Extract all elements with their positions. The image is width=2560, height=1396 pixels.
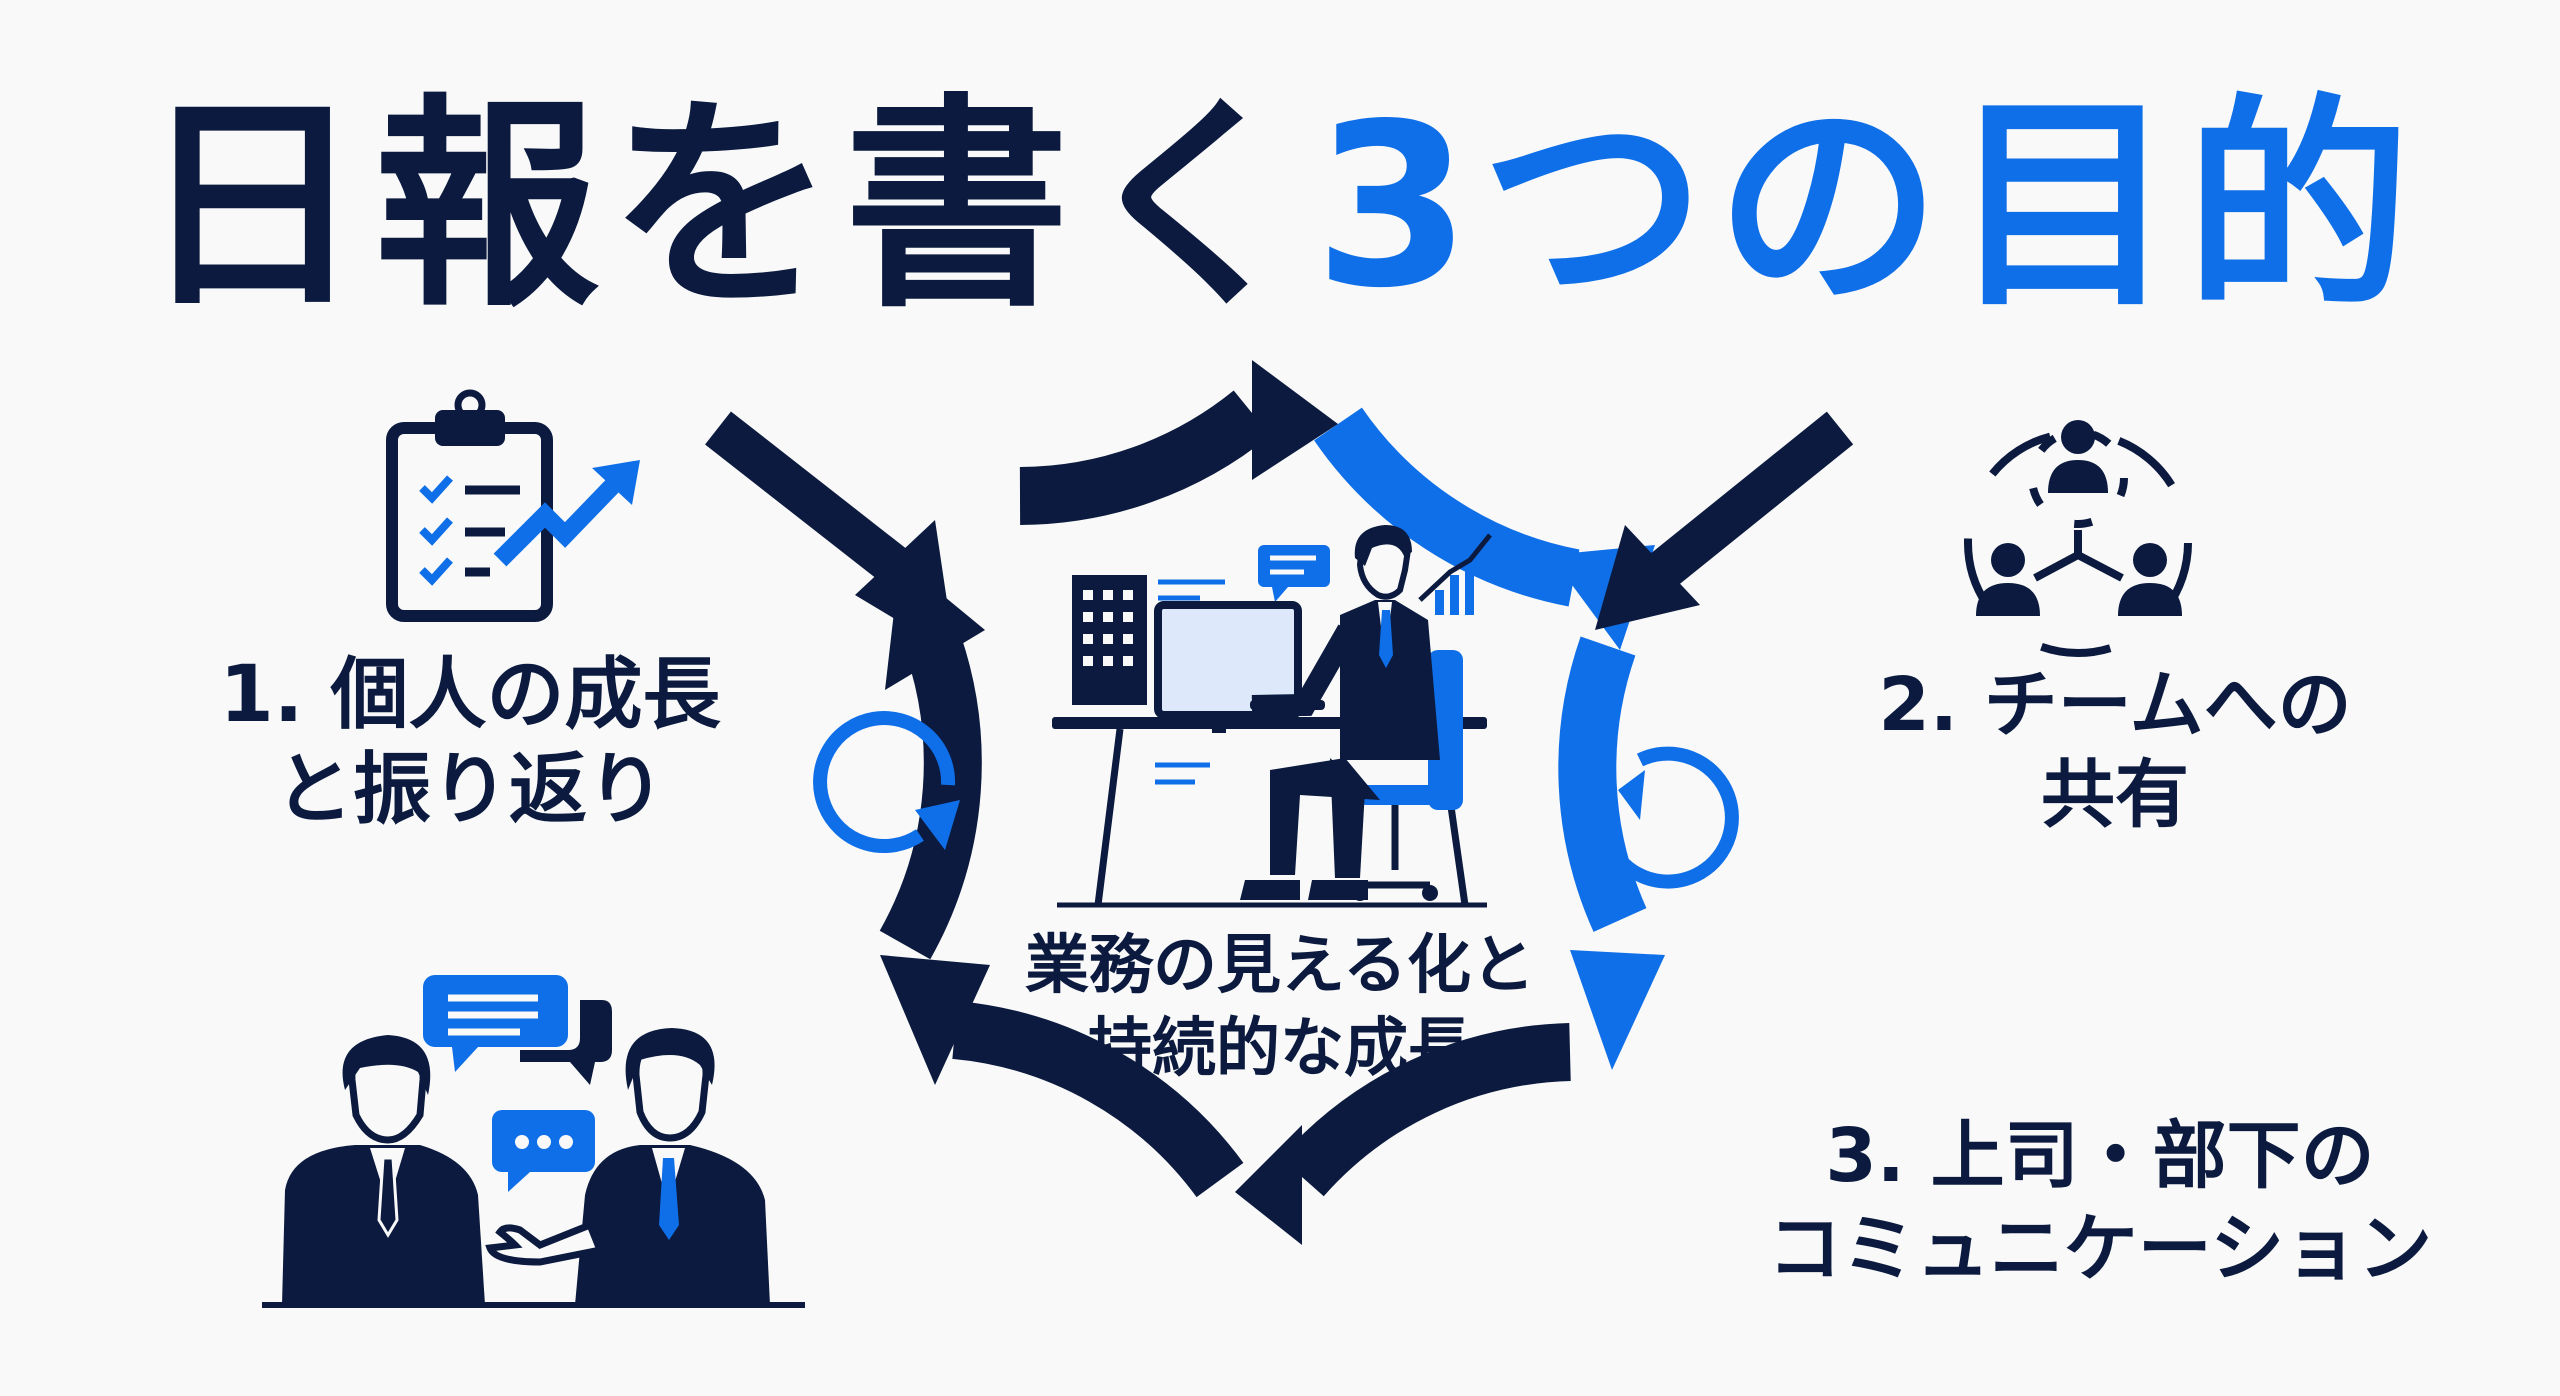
page-title: 日報を書く3つの目的 <box>0 95 2560 320</box>
cycle-arc-top-left <box>1019 390 1271 525</box>
refresh-icon-left <box>813 711 960 854</box>
clipboard-checklist-growth-icon <box>386 389 640 622</box>
center-line-2: 持続的な成長 <box>1088 1012 1472 1087</box>
purpose-2-line-2: 共有 <box>2041 752 2189 839</box>
center-line-1: 業務の見える化と <box>1024 929 1536 1003</box>
title-part-1: 日報を書く <box>139 76 1315 338</box>
purpose-3-line-2: コミュニケーション <box>1767 1205 2433 1292</box>
arrowhead-lower-left <box>880 955 990 1085</box>
refresh-icon-right <box>1614 746 1739 889</box>
cycle-arc-top-right <box>1314 407 1580 607</box>
cycle-arc-bottom-left <box>952 1001 1244 1198</box>
center-label: 業務の見える化と 持続的な成長 <box>940 925 1620 1091</box>
cycle-ring <box>879 390 1647 1198</box>
purpose-1-line-1: 1. 個人の成長 <box>219 650 721 740</box>
purpose-2-line-1: 2. チームへの <box>1878 662 2352 748</box>
arrowhead-top <box>1252 360 1338 480</box>
purpose-3-label: 3. 上司・部下の コミュニケーション <box>1720 1110 2480 1295</box>
incoming-arrow-left <box>705 411 955 655</box>
title-part-2: 3つの目的 <box>1314 76 2421 338</box>
boss-subordinate-conversation-icon <box>262 975 805 1308</box>
purpose-1-label: 1. 個人の成長 と振り返り <box>170 648 770 838</box>
purpose-1-line-2: と振り返り <box>274 745 665 836</box>
cycle-arc-left <box>879 619 982 960</box>
arrowhead-bottom <box>1235 1125 1302 1245</box>
team-network-icon <box>1964 420 2192 657</box>
cycle-arc-right <box>1558 636 1647 932</box>
office-worker-at-desk-icon <box>1052 525 1492 908</box>
purpose-2-label: 2. チームへの 共有 <box>1790 660 2440 841</box>
incoming-arrow-right <box>1595 411 1854 630</box>
cycle-arc-bottom <box>1280 1023 1572 1197</box>
arrowhead-lower-right <box>1570 950 1665 1070</box>
purpose-3-line-1: 3. 上司・部下の <box>1825 1113 2375 1199</box>
